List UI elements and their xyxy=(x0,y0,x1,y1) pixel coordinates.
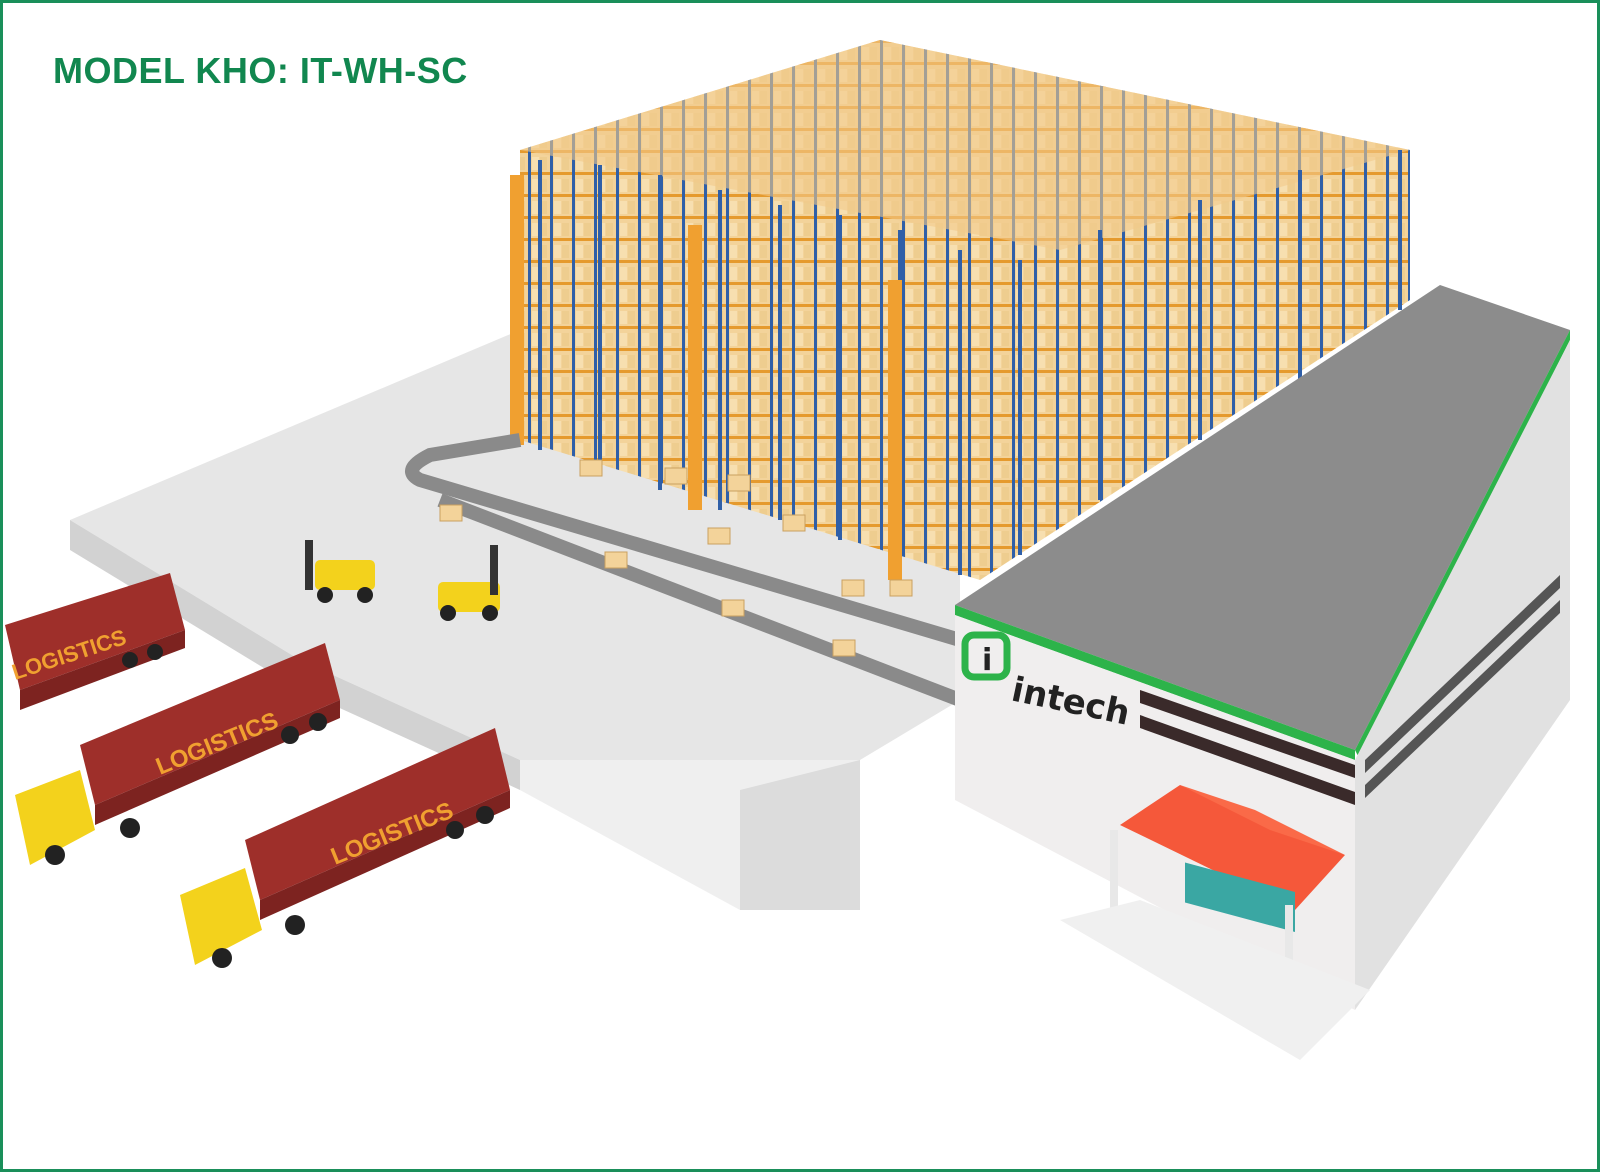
office-building: i intech xyxy=(955,285,1570,1060)
conveyor-system xyxy=(405,433,963,707)
page-title: MODEL KHO: IT-WH-SC xyxy=(53,50,468,91)
truck-2: LOGISTICS xyxy=(15,643,340,865)
svg-text:i: i xyxy=(982,643,992,678)
intech-i-logo-icon xyxy=(961,631,1011,681)
asrs-racks xyxy=(510,40,1410,580)
forklift-1 xyxy=(305,540,375,603)
conveyor-pallets xyxy=(439,459,913,657)
truck-1: LOGISTICS xyxy=(5,573,185,710)
forklift-2 xyxy=(438,545,500,621)
